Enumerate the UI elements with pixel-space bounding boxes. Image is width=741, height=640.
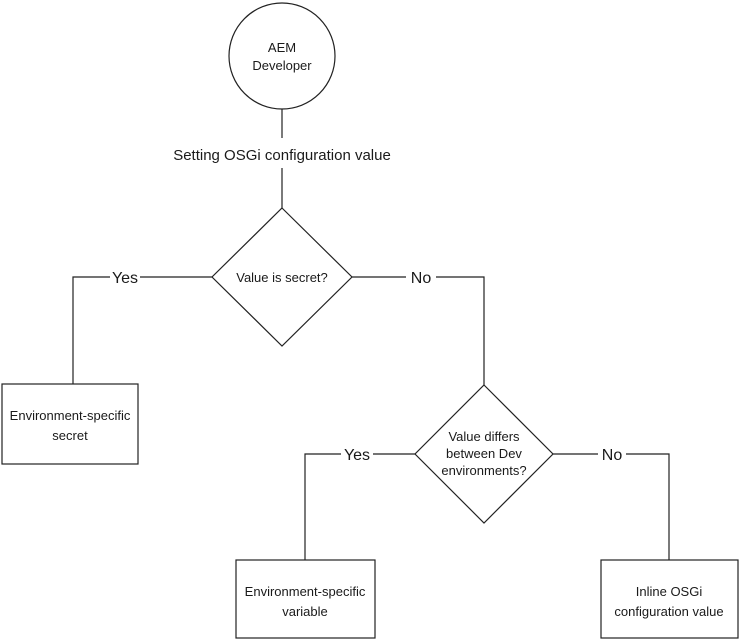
result-secret-label-line1: Environment-specific <box>10 408 131 423</box>
result-secret-label-line2: secret <box>52 428 88 443</box>
edge-differs-no-right-segment <box>626 453 670 560</box>
decision-differs-label-line3: environments? <box>441 463 526 478</box>
result-variable-label-line2: variable <box>282 604 328 619</box>
edge-secret-yes-left-segment <box>72 276 110 384</box>
decision-differs-yes-label: Yes <box>344 447 370 464</box>
result-inline-box: Inline OSGi configuration value <box>600 559 739 639</box>
decision-secret-no-label: No <box>411 270 432 287</box>
start-node-label-line2: Developer <box>252 58 312 73</box>
result-variable-label-line1: Environment-specific <box>245 584 366 599</box>
edge-secret-no-right-segment <box>436 276 485 385</box>
flow-title: Setting OSGi configuration value <box>173 147 391 164</box>
decision-secret-yes-label: Yes <box>112 270 138 287</box>
result-variable-box: Environment-specific variable <box>235 559 376 639</box>
decision-secret-label: Value is secret? <box>236 270 328 285</box>
result-inline-label-line1: Inline OSGi <box>636 584 703 599</box>
result-inline-label-line2: configuration value <box>614 604 723 619</box>
decision-differs: Value differs between Dev environments? <box>414 384 554 524</box>
decision-differs-no-label: No <box>602 447 623 464</box>
result-secret-box: Environment-specific secret <box>1 383 139 465</box>
edge-differs-yes-left-segment <box>304 453 341 560</box>
start-node-label-line1: AEM <box>268 40 296 55</box>
decision-differs-label-line2: between Dev <box>446 446 522 461</box>
decision-secret: Value is secret? <box>211 207 353 347</box>
start-node: AEM Developer <box>228 2 336 110</box>
decision-differs-label-line1: Value differs <box>448 429 520 444</box>
